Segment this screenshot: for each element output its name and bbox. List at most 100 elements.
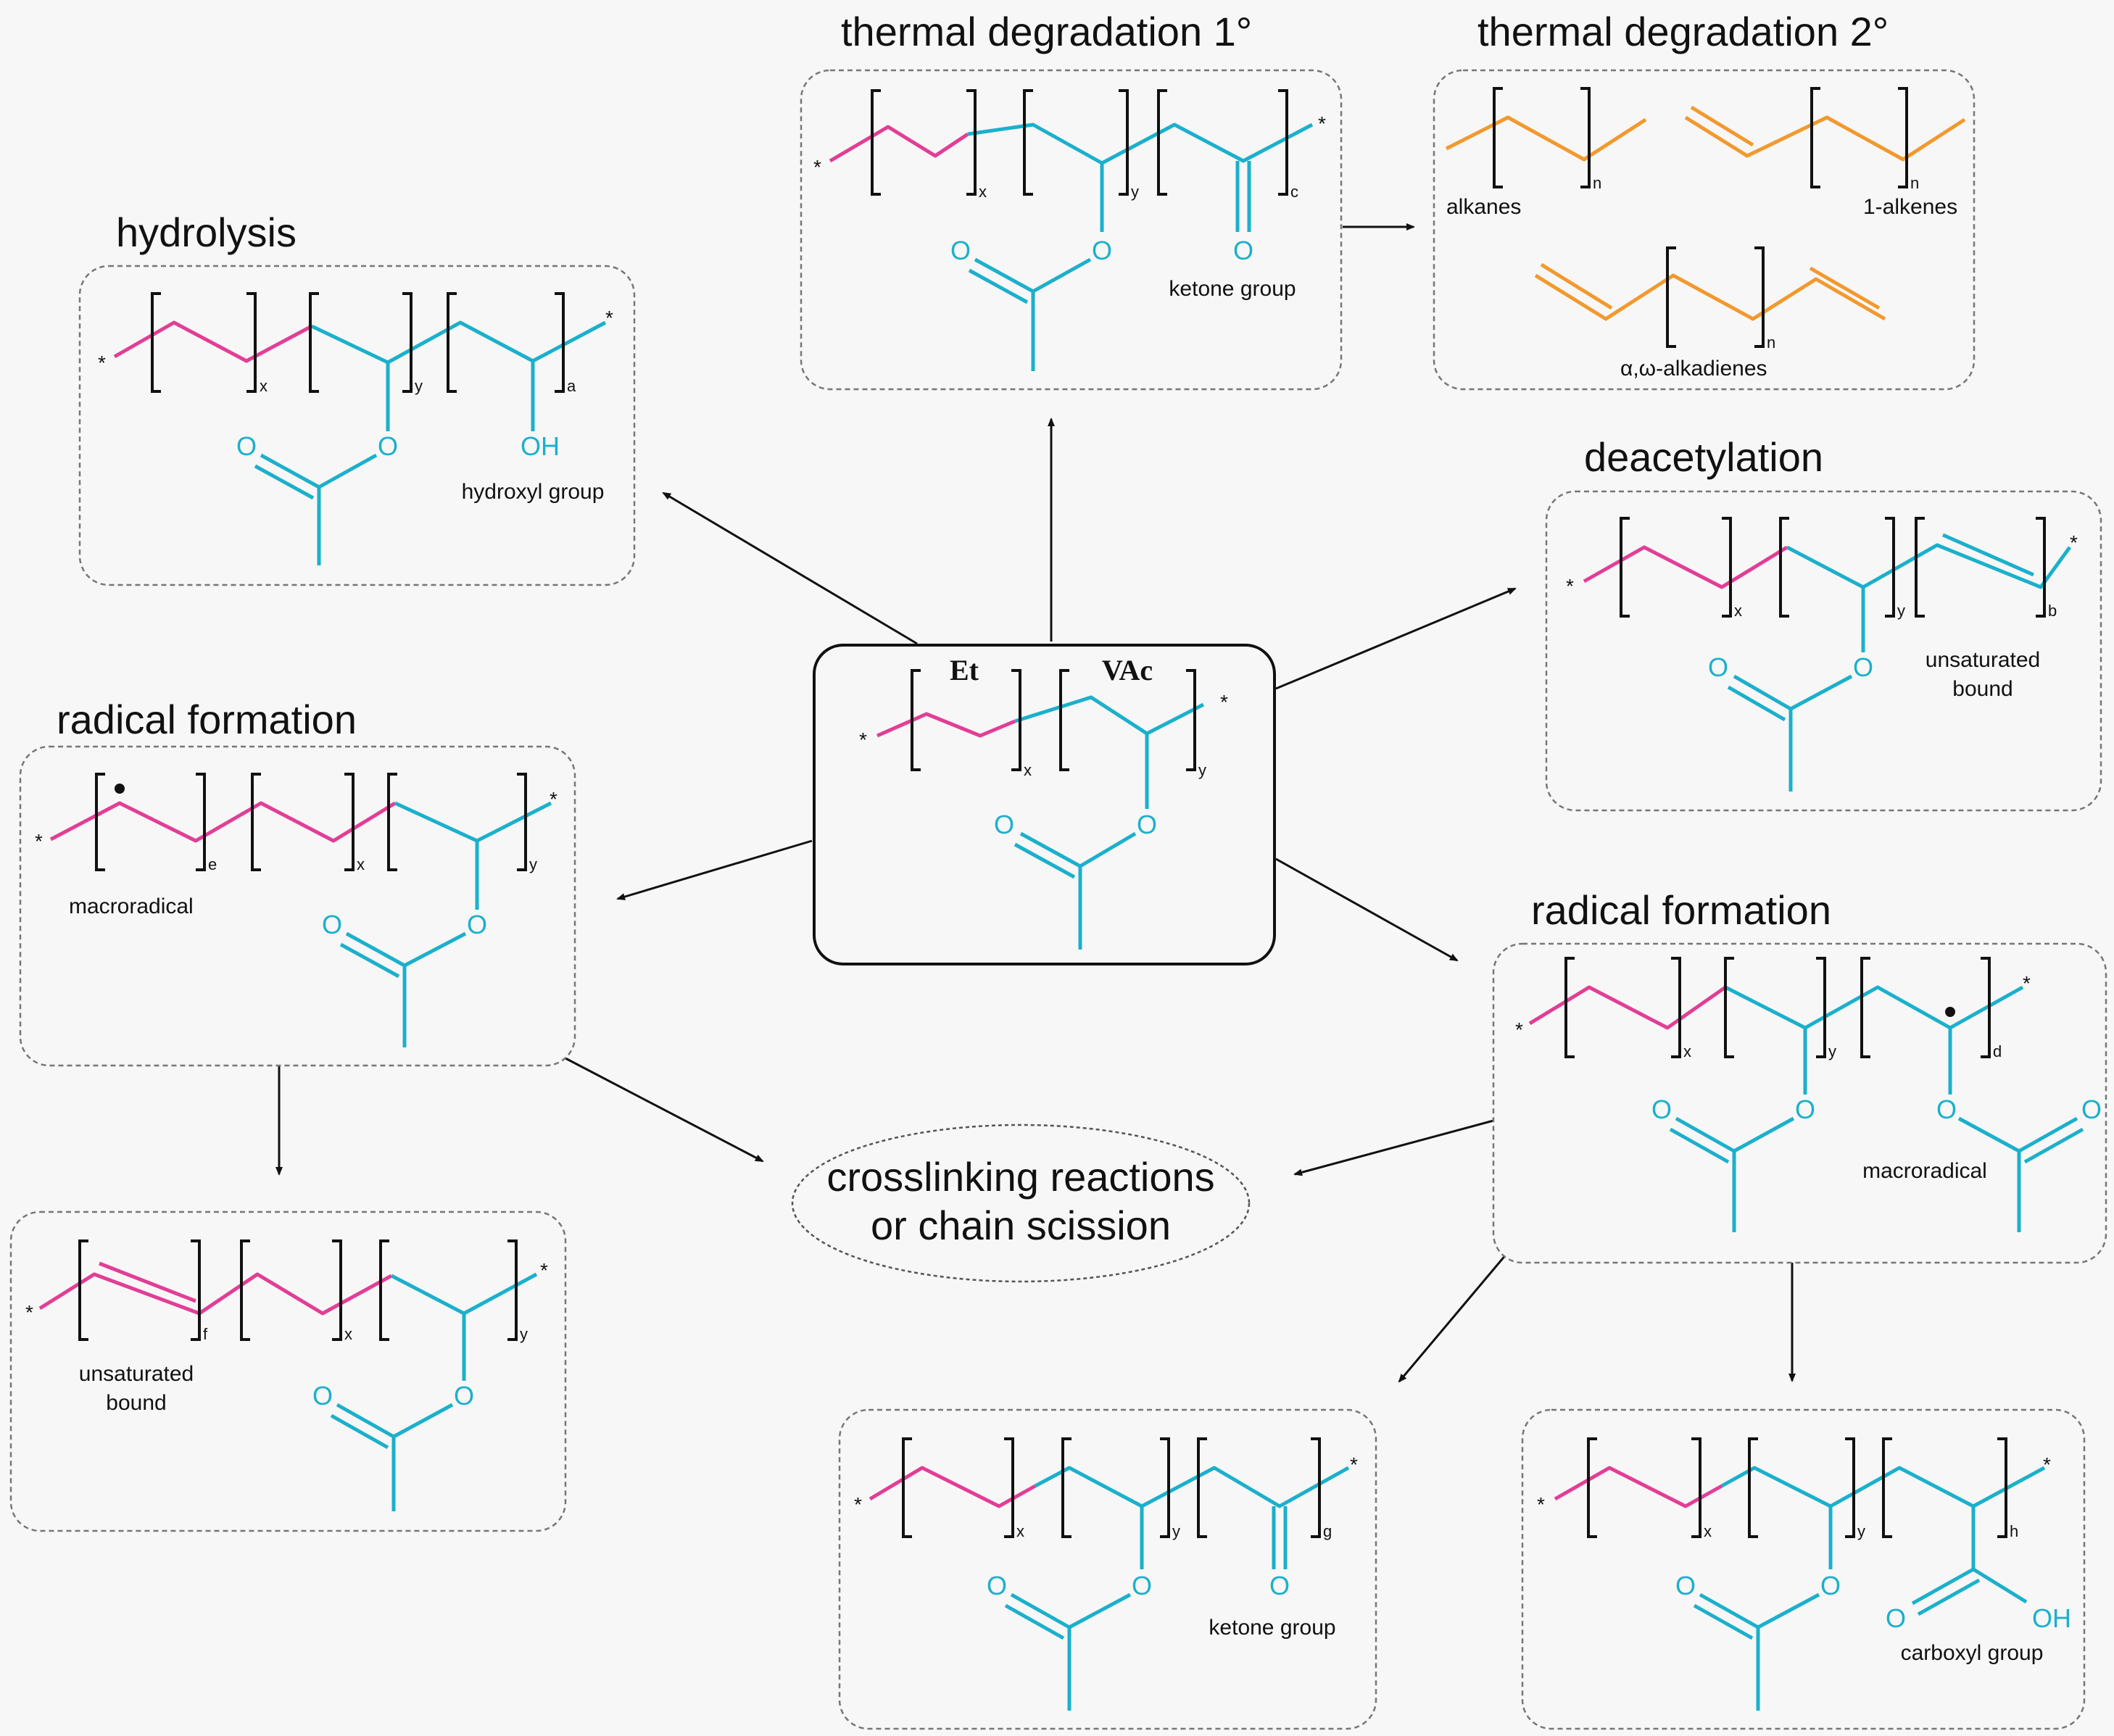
chain-end-star: * (35, 830, 43, 852)
subscript: y (1172, 1522, 1180, 1540)
ketone-bottom-box (838, 1408, 1377, 1730)
radical-formation-right-panel: radical formation * x y d * O O O O macr… (1492, 887, 2107, 1264)
arrow-to-radical-right (1275, 857, 1459, 962)
bracket (1186, 669, 1196, 771)
ethylene-chain (49, 801, 397, 843)
bracket (1004, 1437, 1014, 1538)
carbonyl-double-bond (1004, 1592, 1071, 1640)
unsaturated-left-box (9, 1210, 567, 1532)
chain-end-star: * (98, 352, 106, 374)
carboxyl-double-bond (1911, 1567, 1981, 1616)
carbonyl-double-bond (1727, 674, 1792, 722)
bracket (151, 292, 161, 393)
bracket (1845, 1437, 1855, 1538)
subscript: f (203, 1325, 208, 1343)
chain-end-star: * (25, 1301, 33, 1324)
hydrolysis-title: hydrolysis (116, 209, 297, 255)
oxygen-atom: O (1708, 652, 1728, 682)
bracket (78, 1239, 88, 1341)
unsaturated-label-line1: unsaturated (1926, 648, 2040, 672)
thermal-degradation-2-panel: thermal degradation 2° n alkanes n 1-alk… (1433, 9, 1976, 391)
bracket (1620, 517, 1630, 618)
bracket (447, 292, 457, 393)
carbonyl-double-bond (330, 1403, 395, 1450)
oxygen-atom: O (1092, 236, 1112, 265)
vinyl-acetate-chain (1786, 543, 2072, 589)
arrow-to-deacetylation (1275, 587, 1517, 690)
arrow-radical-right-to-ketone (1398, 1253, 1508, 1383)
subscript: c (1290, 183, 1298, 201)
bracket (871, 89, 881, 196)
subscript: x (979, 183, 987, 201)
carbonyl-double-bond (1014, 831, 1082, 879)
ester-bond (392, 1403, 454, 1439)
bracket (196, 773, 206, 871)
subscript: g (1323, 1522, 1332, 1540)
alkane-chain (1445, 115, 1647, 162)
chain-end-star: * (813, 156, 821, 178)
alkene-double-bond (99, 1261, 196, 1303)
subscript: x (1683, 1042, 1691, 1060)
alkene-chain (1684, 115, 1966, 162)
bracket (246, 292, 257, 393)
oxygen-atom: O (236, 431, 257, 461)
ester-bond (1068, 1592, 1132, 1629)
ethylene-chain (876, 712, 1016, 738)
carbonyl-double-bond (968, 257, 1035, 304)
subscript: x (1024, 761, 1032, 779)
oxygen-atom: O (1886, 1603, 1906, 1633)
bracket (1157, 89, 1167, 196)
chain-end-star: * (550, 788, 557, 810)
chain-end-star: * (1220, 691, 1228, 713)
carbonyl-double-bond (1693, 1592, 1759, 1640)
radical-dot (1945, 1007, 1955, 1017)
bracket (240, 1239, 250, 1341)
macroradical-label: macroradical (69, 894, 194, 918)
oxygen-atom: O (987, 1571, 1007, 1600)
bracket (1587, 1437, 1597, 1538)
oxygen-atom: O (378, 431, 398, 461)
subscript: x (357, 855, 365, 873)
oxygen-atom: O (454, 1381, 474, 1411)
bracket (309, 292, 319, 393)
ketone-double-bond (1272, 1506, 1288, 1569)
bracket (1885, 517, 1895, 618)
thermal1-title: thermal degradation 1° (841, 9, 1252, 54)
subscript: b (2048, 602, 2057, 620)
oxygen-atom: O (1132, 1571, 1152, 1600)
oxygen-atom: O (1795, 1095, 1815, 1124)
chain-end-star: * (859, 728, 867, 751)
deacetylation-title: deacetylation (1584, 434, 1823, 480)
ester-bond (1079, 831, 1137, 868)
oxygen-atom: O (1269, 1571, 1290, 1600)
oxygen-atom: O (950, 236, 971, 265)
subscript: y (1828, 1042, 1836, 1060)
oxygen-atom: O (312, 1381, 333, 1411)
bracket (1580, 87, 1591, 188)
bracket (1160, 1437, 1170, 1538)
bracket (1011, 669, 1021, 771)
chain-end-star: * (1350, 1453, 1358, 1476)
subscript: y (529, 855, 537, 873)
oxygen-atom: O (1853, 652, 1873, 682)
oxygen-atom: O (994, 810, 1014, 839)
chain-end-star: * (605, 307, 613, 329)
ester-bond (1957, 1116, 2020, 1153)
chain-end-star: * (854, 1493, 862, 1516)
thermal2-title: thermal degradation 2° (1477, 9, 1889, 54)
alkene-double-bond (1690, 105, 1754, 147)
bracket (911, 669, 921, 771)
bracket (1860, 957, 1870, 1058)
oxygen-atom: O (467, 910, 487, 939)
bracket (95, 773, 105, 871)
alkadiene-double-bonds (1540, 262, 1881, 310)
ethylene-chain (829, 125, 969, 163)
deacetylation-box (1545, 490, 2102, 812)
radical-right-title: radical formation (1531, 887, 1831, 933)
subscript: y (520, 1325, 528, 1343)
bracket (1059, 669, 1069, 771)
chain-end-star: * (2023, 972, 2031, 994)
bracket (1882, 1437, 1892, 1538)
carboxyl-bottom-panel: * x y h * O O O OH carboxyl group (1521, 1408, 2086, 1730)
ethylene-chain (1554, 1466, 1723, 1508)
